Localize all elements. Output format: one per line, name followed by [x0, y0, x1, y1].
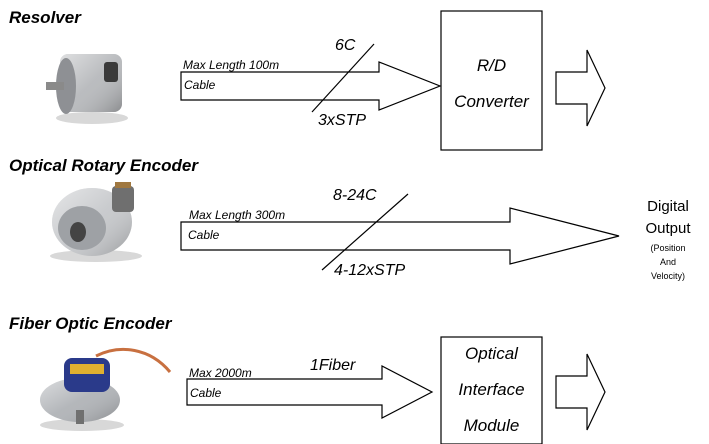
optical-interface-line3: Module — [463, 416, 520, 435]
rd-converter-line1: R/D — [476, 56, 507, 75]
resolver-cable-label: Cable — [184, 78, 216, 92]
optical-interface-line1: Optical — [465, 344, 518, 363]
fiber-conductors-top: 1Fiber — [310, 357, 356, 374]
resolver-conductors-top: 6C — [335, 37, 356, 54]
optical-interface-box — [440, 336, 543, 444]
output-sub-line2: And — [659, 257, 676, 267]
optical-cable-label: Cable — [188, 228, 220, 242]
fiber-output-arrow — [555, 353, 606, 431]
output-sub-line3: Velocity) — [650, 271, 685, 281]
optical-encoder-title: Optical Rotary Encoder — [9, 156, 198, 175]
optical-interface-line2: Interface — [458, 380, 525, 399]
resolver-device-image — [46, 54, 128, 124]
fiber-cable-arrow — [186, 365, 434, 419]
resolver-title: Resolver — [9, 8, 81, 27]
output-sub-line1: (Position — [650, 243, 686, 253]
optical-encoder-device-image — [50, 182, 142, 262]
output-label-line2: Output — [645, 220, 691, 237]
optical-conductors-bottom: 4-12xSTP — [334, 262, 406, 279]
fiber-encoder-device-image — [40, 348, 172, 431]
resolver-conductor-slash — [311, 43, 375, 113]
optical-conductor-slash — [321, 193, 409, 271]
optical-cable-arrow — [180, 207, 620, 265]
fiber-cable-length: Max 2000m — [189, 366, 252, 380]
resolver-output-arrow — [555, 49, 606, 127]
resolver-cable-arrow — [180, 61, 442, 111]
optical-conductors-top: 8-24C — [333, 187, 377, 204]
resolver-conductors-bottom: 3xSTP — [318, 112, 367, 129]
rd-converter-line2: Converter — [454, 92, 529, 111]
fiber-encoder-title: Fiber Optic Encoder — [9, 314, 172, 333]
optical-cable-length: Max Length 300m — [189, 208, 286, 222]
output-label-line1: Digital — [647, 198, 689, 215]
fiber-cable-label: Cable — [190, 386, 222, 400]
resolver-cable-length: Max Length 100m — [183, 58, 280, 72]
rd-converter-box — [440, 10, 543, 151]
